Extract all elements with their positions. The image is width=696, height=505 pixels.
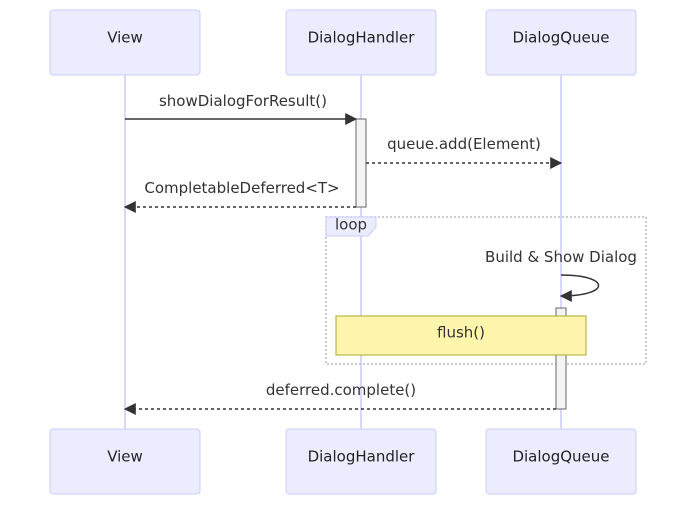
actor-view-bottom-label: View xyxy=(107,448,143,466)
actor-view-top: View xyxy=(49,9,201,76)
activation-dialog-handler xyxy=(355,118,367,208)
loop-label-tag xyxy=(325,216,377,237)
message-build-show-label: Build & Show Dialog xyxy=(485,248,637,266)
activation-dialog-queue xyxy=(555,307,567,410)
actor-dialog-queue-top-label: DialogQueue xyxy=(512,29,609,47)
actor-dialog-handler-top-label: DialogHandler xyxy=(308,29,416,47)
message-queue-add-label: queue.add(Element) xyxy=(387,135,541,153)
message-complete-label: deferred.complete() xyxy=(266,381,416,399)
actor-dialog-handler-bottom: DialogHandler xyxy=(285,428,437,495)
actor-dialog-queue-bottom: DialogQueue xyxy=(485,428,637,495)
actor-dialog-queue-top: DialogQueue xyxy=(485,9,637,76)
note-flush xyxy=(335,315,587,356)
note-flush-label: flush() xyxy=(437,324,485,342)
message-build-show-arrow xyxy=(559,274,599,302)
actor-dialog-handler-bottom-label: DialogHandler xyxy=(308,448,416,466)
loop-label: loop xyxy=(335,216,367,234)
actor-dialog-handler-top: DialogHandler xyxy=(285,9,437,76)
actor-dialog-queue-bottom-label: DialogQueue xyxy=(512,448,609,466)
message-show-dialog-label: showDialogForResult() xyxy=(159,92,327,110)
actor-view-top-label: View xyxy=(107,29,143,47)
loop-frame xyxy=(325,216,647,365)
message-deferred-return-label: CompletableDeferred<T> xyxy=(144,179,339,197)
actor-view-bottom: View xyxy=(49,428,201,495)
